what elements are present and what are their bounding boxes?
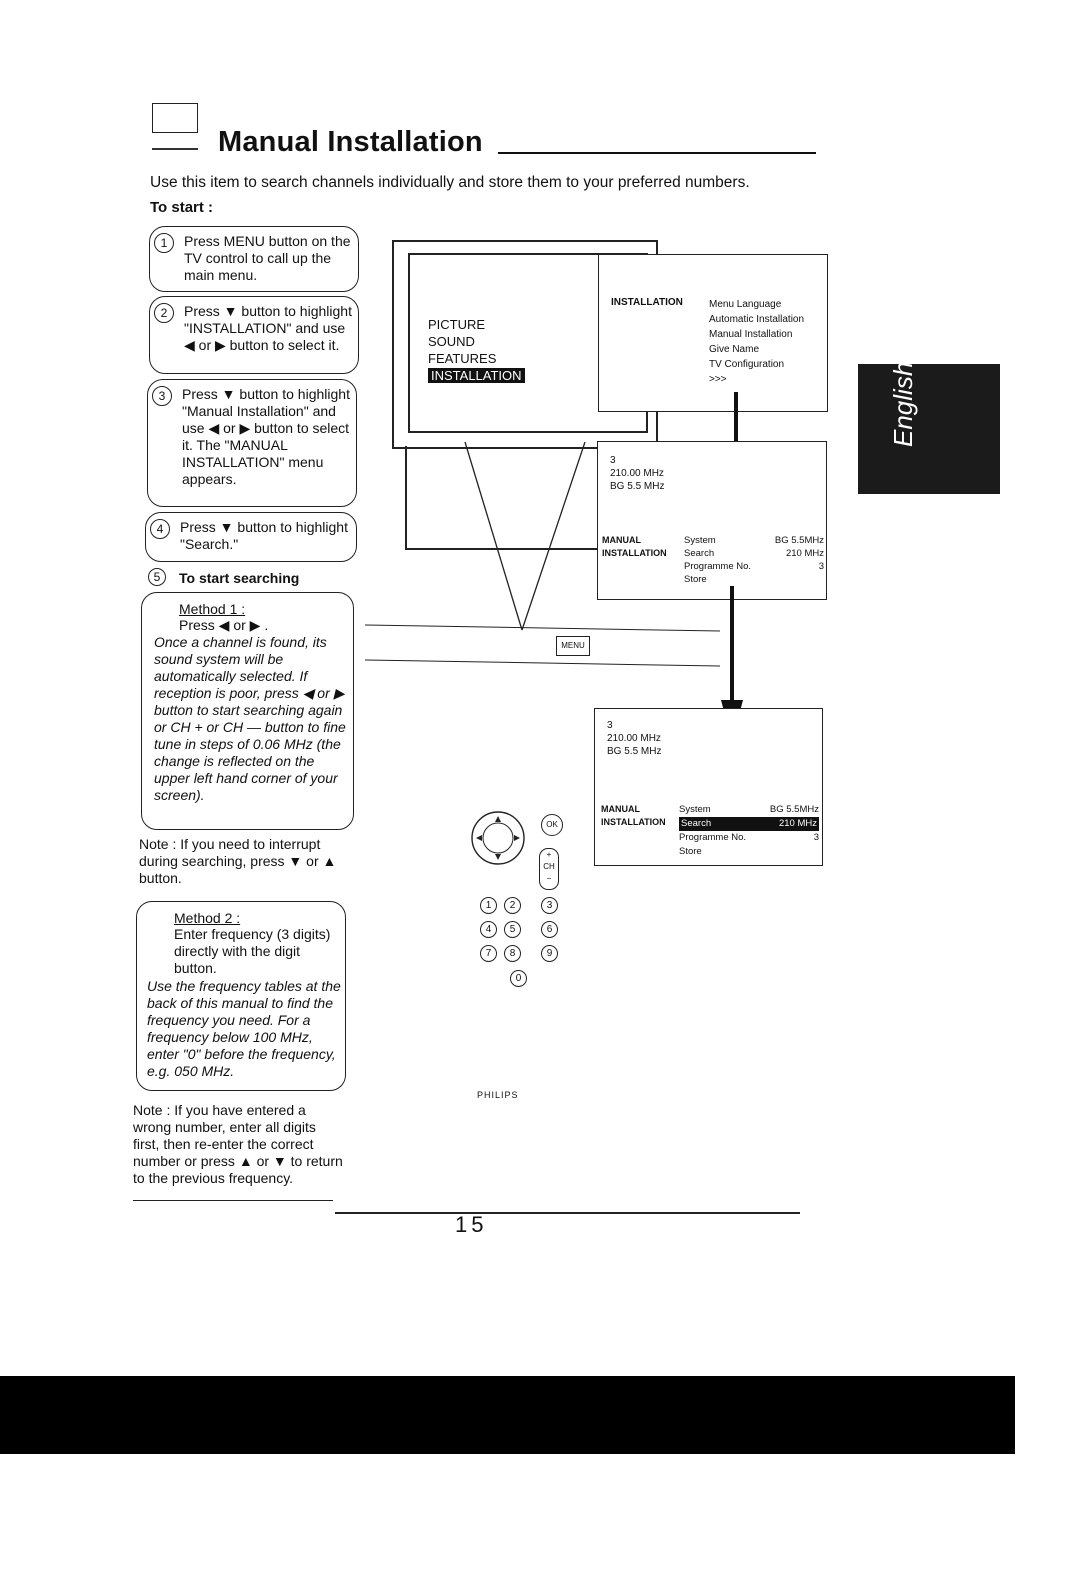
menu-item-picture: PICTURE (428, 317, 486, 332)
step-number: 4 (150, 519, 170, 539)
digit-button-7[interactable]: 7 (480, 945, 497, 962)
item-manual-installation: Manual Installation (709, 329, 793, 340)
method-2-heading: Method 2 : (174, 910, 241, 926)
method-1-text: Once a channel is found, its sound syste… (154, 634, 346, 803)
method-1-box: Method 1 : Press ◀ or ▶ . Once a channel… (141, 592, 354, 830)
osd-frequency: 210.00 MHz (610, 468, 664, 479)
title-rule (498, 152, 816, 154)
digit-button-2[interactable]: 2 (504, 897, 521, 914)
digit-button-3[interactable]: 3 (541, 897, 558, 914)
menu-item-installation: INSTALLATION (428, 368, 525, 383)
note-wrong-number: Note : If you have entered a wrong numbe… (133, 1102, 343, 1186)
page-title: Manual Installation (218, 126, 483, 158)
step-number: 2 (154, 303, 174, 323)
manual-header-2: MANUAL INSTALLATION (601, 804, 666, 827)
osd-programme: 3 (610, 455, 616, 466)
manual-header-1: MANUAL INSTALLATION (602, 535, 667, 558)
tv-icon (152, 103, 198, 133)
scan-bottom-bar (0, 1376, 1015, 1454)
menu-item-features: FEATURES (428, 351, 497, 366)
osd-programme: 3 (607, 720, 613, 731)
step-2: 2 Press ▼ button to highlight "INSTALLAT… (149, 296, 359, 374)
method-2-text: Use the frequency tables at the back of … (147, 978, 341, 1079)
tv-menu-button[interactable]: MENU (556, 636, 590, 656)
method-2-box: Method 2 : Enter frequency (3 digits) di… (136, 901, 346, 1091)
step-5: 5 To start searching (148, 568, 358, 590)
menu-item-sound: SOUND (428, 334, 475, 349)
step-3: 3 Press ▼ button to highlight "Manual In… (147, 379, 357, 507)
osd-readout-2: 3 210.00 MHz BG 5.5 MHz (607, 719, 661, 758)
remote-ok-button[interactable]: OK (541, 814, 563, 836)
osd-readout-1: 3 210.00 MHz BG 5.5 MHz (610, 454, 664, 493)
page-number: 15 (455, 1212, 488, 1237)
digit-button-1[interactable]: 1 (480, 897, 497, 914)
zoom-cone (364, 441, 721, 667)
note-interrupt: Note : If you need to interrupt during s… (139, 836, 337, 886)
step-text: Press ▼ button to highlight "INSTALLATIO… (184, 303, 352, 353)
osd-system: BG 5.5 MHz (610, 481, 665, 492)
step-4: 4 Press ▼ button to highlight "Search." (145, 512, 357, 562)
digit-button-8[interactable]: 8 (504, 945, 521, 962)
item-give-name: Give Name (709, 344, 760, 355)
manual-installation-panel-2: 3 210.00 MHz BG 5.5 MHz MANUAL INSTALLAT… (594, 708, 823, 866)
item-tv-configuration: TV Configuration (709, 359, 785, 370)
osd-frequency: 210.00 MHz (607, 733, 661, 744)
digit-button-0[interactable]: 0 (510, 970, 527, 987)
footer-rule (335, 1212, 800, 1214)
digit-button-5[interactable]: 5 (504, 921, 521, 938)
step-text: Press ▼ button to highlight "Manual Inst… (182, 386, 350, 487)
step-number: 1 (154, 233, 174, 253)
item-automatic-installation: Automatic Installation (709, 314, 805, 325)
item-more: >>> (709, 374, 727, 385)
step-number: 3 (152, 386, 172, 406)
language-tab-label: English (888, 361, 918, 447)
step-text: To start searching (179, 570, 300, 586)
intro-text: Use this item to search channels individ… (150, 174, 750, 191)
osd-system: BG 5.5 MHz (607, 746, 662, 757)
digit-button-4[interactable]: 4 (480, 921, 497, 938)
remote-dpad[interactable] (468, 808, 528, 868)
digit-button-6[interactable]: 6 (541, 921, 558, 938)
step-text: Press MENU button on the TV control to c… (184, 233, 351, 283)
tv-icon-base (152, 148, 198, 150)
divider (133, 1200, 333, 1201)
item-menu-language: Menu Language (709, 299, 782, 310)
method-2-line: Enter frequency (3 digits) directly with… (174, 926, 331, 976)
installation-panel: INSTALLATION Menu Language Automatic Ins… (598, 254, 828, 412)
remote-ch-rocker[interactable]: + CH − (539, 848, 559, 890)
tv-main-menu: PICTURE SOUND FEATURES INSTALLATION (428, 316, 525, 384)
step-text: Press ▼ button to highlight "Search." (180, 519, 348, 552)
arrow-shaft-1 (734, 392, 738, 462)
method-1-line: Press ◀ or ▶ . (179, 617, 269, 633)
to-start-label: To start : (150, 199, 214, 216)
language-tab: English (858, 361, 1000, 494)
digit-button-9[interactable]: 9 (541, 945, 558, 962)
arrow-shaft-2 (730, 586, 734, 706)
step-1: 1 Press MENU button on the TV control to… (149, 226, 359, 292)
manual-installation-panel-1: 3 210.00 MHz BG 5.5 MHz MANUAL INSTALLAT… (597, 441, 827, 600)
installation-items: Menu Language Automatic Installation Man… (709, 297, 804, 387)
remote-brand: PHILIPS (477, 1090, 519, 1100)
installation-header: INSTALLATION (611, 297, 683, 308)
step-number: 5 (148, 568, 166, 586)
method-1-heading: Method 1 : (179, 601, 246, 617)
